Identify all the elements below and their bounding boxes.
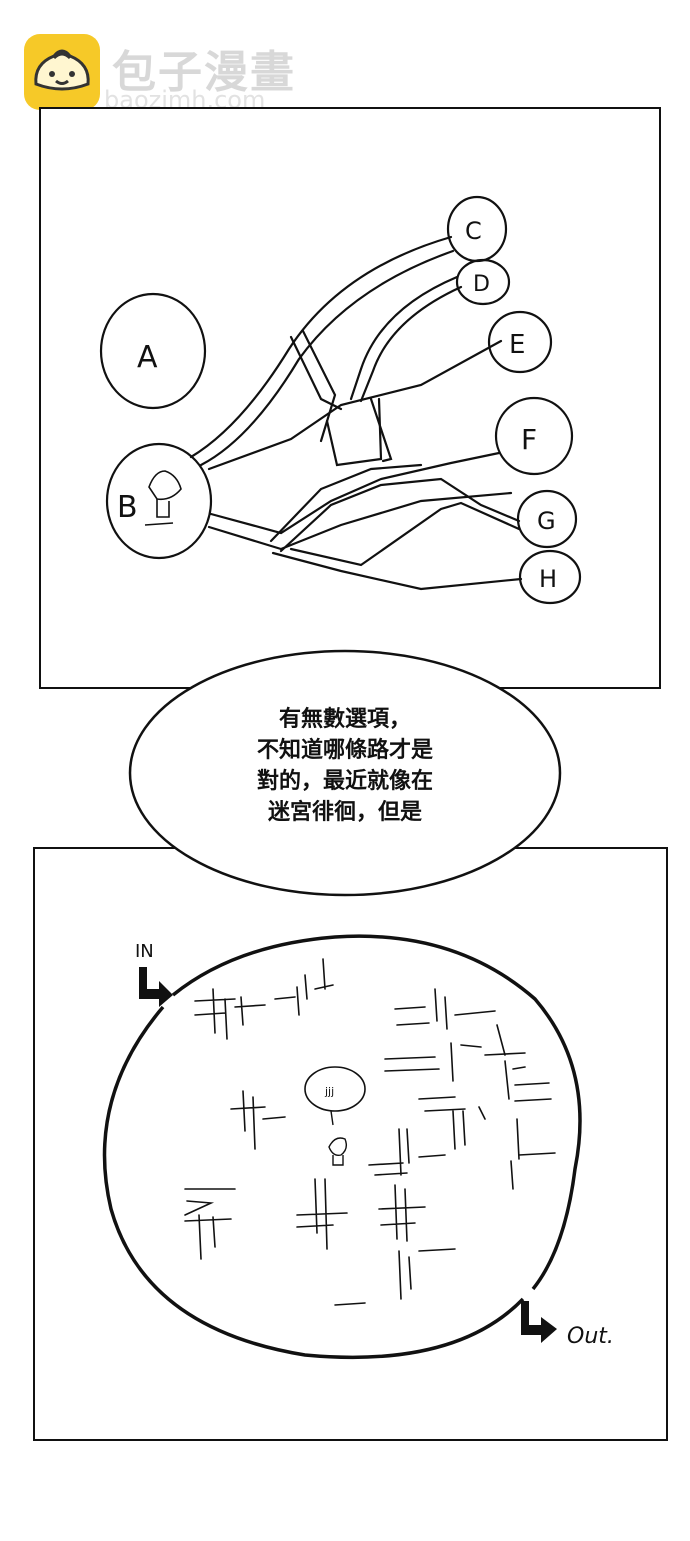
in-arrow-icon — [139, 967, 173, 1007]
node-g-label: G — [537, 507, 556, 535]
thought-text: jjj — [324, 1085, 334, 1098]
watermark-logo: 包子漫畫 baozimh.com — [24, 34, 314, 114]
node-h-label: H — [539, 565, 557, 593]
node-b-label: B — [117, 490, 138, 525]
small-character-icon — [144, 470, 182, 526]
node-e-label: E — [509, 330, 525, 360]
speech-line-4: 迷宮徘徊，但是 — [267, 800, 422, 825]
speech-line-1: 有無數選項， — [278, 707, 411, 732]
comic-panel-maze: IN Out. jjj — [33, 847, 668, 1441]
out-label: Out. — [567, 1324, 614, 1349]
speech-line-2: 不知道哪條路才是 — [256, 738, 433, 763]
bun-logo-icon — [24, 34, 100, 110]
speech-bubble: 有無數選項， 不知道哪條路才是 對的，最近就像在 迷宮徘徊，但是 — [128, 648, 562, 898]
node-a-label: A — [137, 340, 158, 375]
maze-drawing: IN Out. jjj — [102, 934, 614, 1360]
node-c-label: C — [465, 217, 482, 245]
branching-paths-drawing: A B C D E F G H — [99, 195, 582, 605]
comic-panel-choices: A B C D E F G H — [39, 107, 661, 689]
node-d-label: D — [473, 272, 490, 297]
speech-text: 有無數選項， 不知道哪條路才是 對的，最近就像在 迷宮徘徊，但是 — [128, 704, 562, 828]
watermark-title: 包子漫畫 — [112, 47, 296, 98]
node-f-label: F — [521, 423, 537, 456]
in-label: IN — [135, 941, 154, 962]
speech-line-3: 對的，最近就像在 — [256, 769, 433, 794]
out-arrow-icon — [521, 1301, 557, 1343]
thinking-character: jjj — [304, 1066, 366, 1166]
